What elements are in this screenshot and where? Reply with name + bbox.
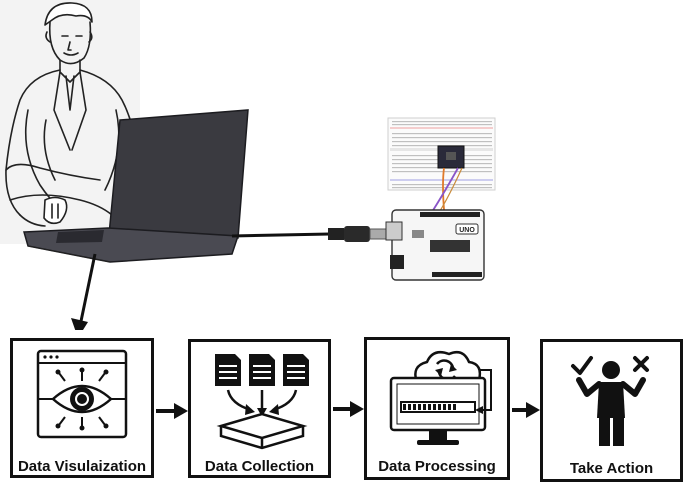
stage-box-collection: Data Collection [188,339,331,478]
breadboard-icon [387,117,496,191]
stage-box-processing: Data Processing [364,337,510,480]
person-at-laptop-icon [5,2,139,227]
arduino-board-icon: UNO [385,209,485,281]
stage-label-action: Take Action [569,460,654,477]
arrow-collection-to-processing [333,401,364,417]
stage-box-visualization: Data Visulaization [10,338,154,478]
arduino-board-text: UNO [459,227,475,234]
stage-box-action: Take Action [540,339,683,482]
arrow-visualization-to-collection [156,403,188,419]
hardware-illustration: UNO [0,0,496,330]
eye-analytics-icon [36,349,128,439]
laptop-icon [23,109,249,263]
person-decision-icon [571,356,649,446]
usb-cable-icon [231,226,389,242]
stage-label-processing: Data Processing [378,458,496,475]
cloud-sync-monitor-icon [389,351,492,445]
arrow-processing-to-action [512,402,540,418]
stage-label-collection: Data Collection [204,458,315,475]
documents-to-tray-icon [215,354,309,450]
sensor-module-icon [437,145,465,169]
stage-label-visualization: Data Visulaization [17,458,147,475]
arrow-laptop-to-visualization [71,253,97,330]
